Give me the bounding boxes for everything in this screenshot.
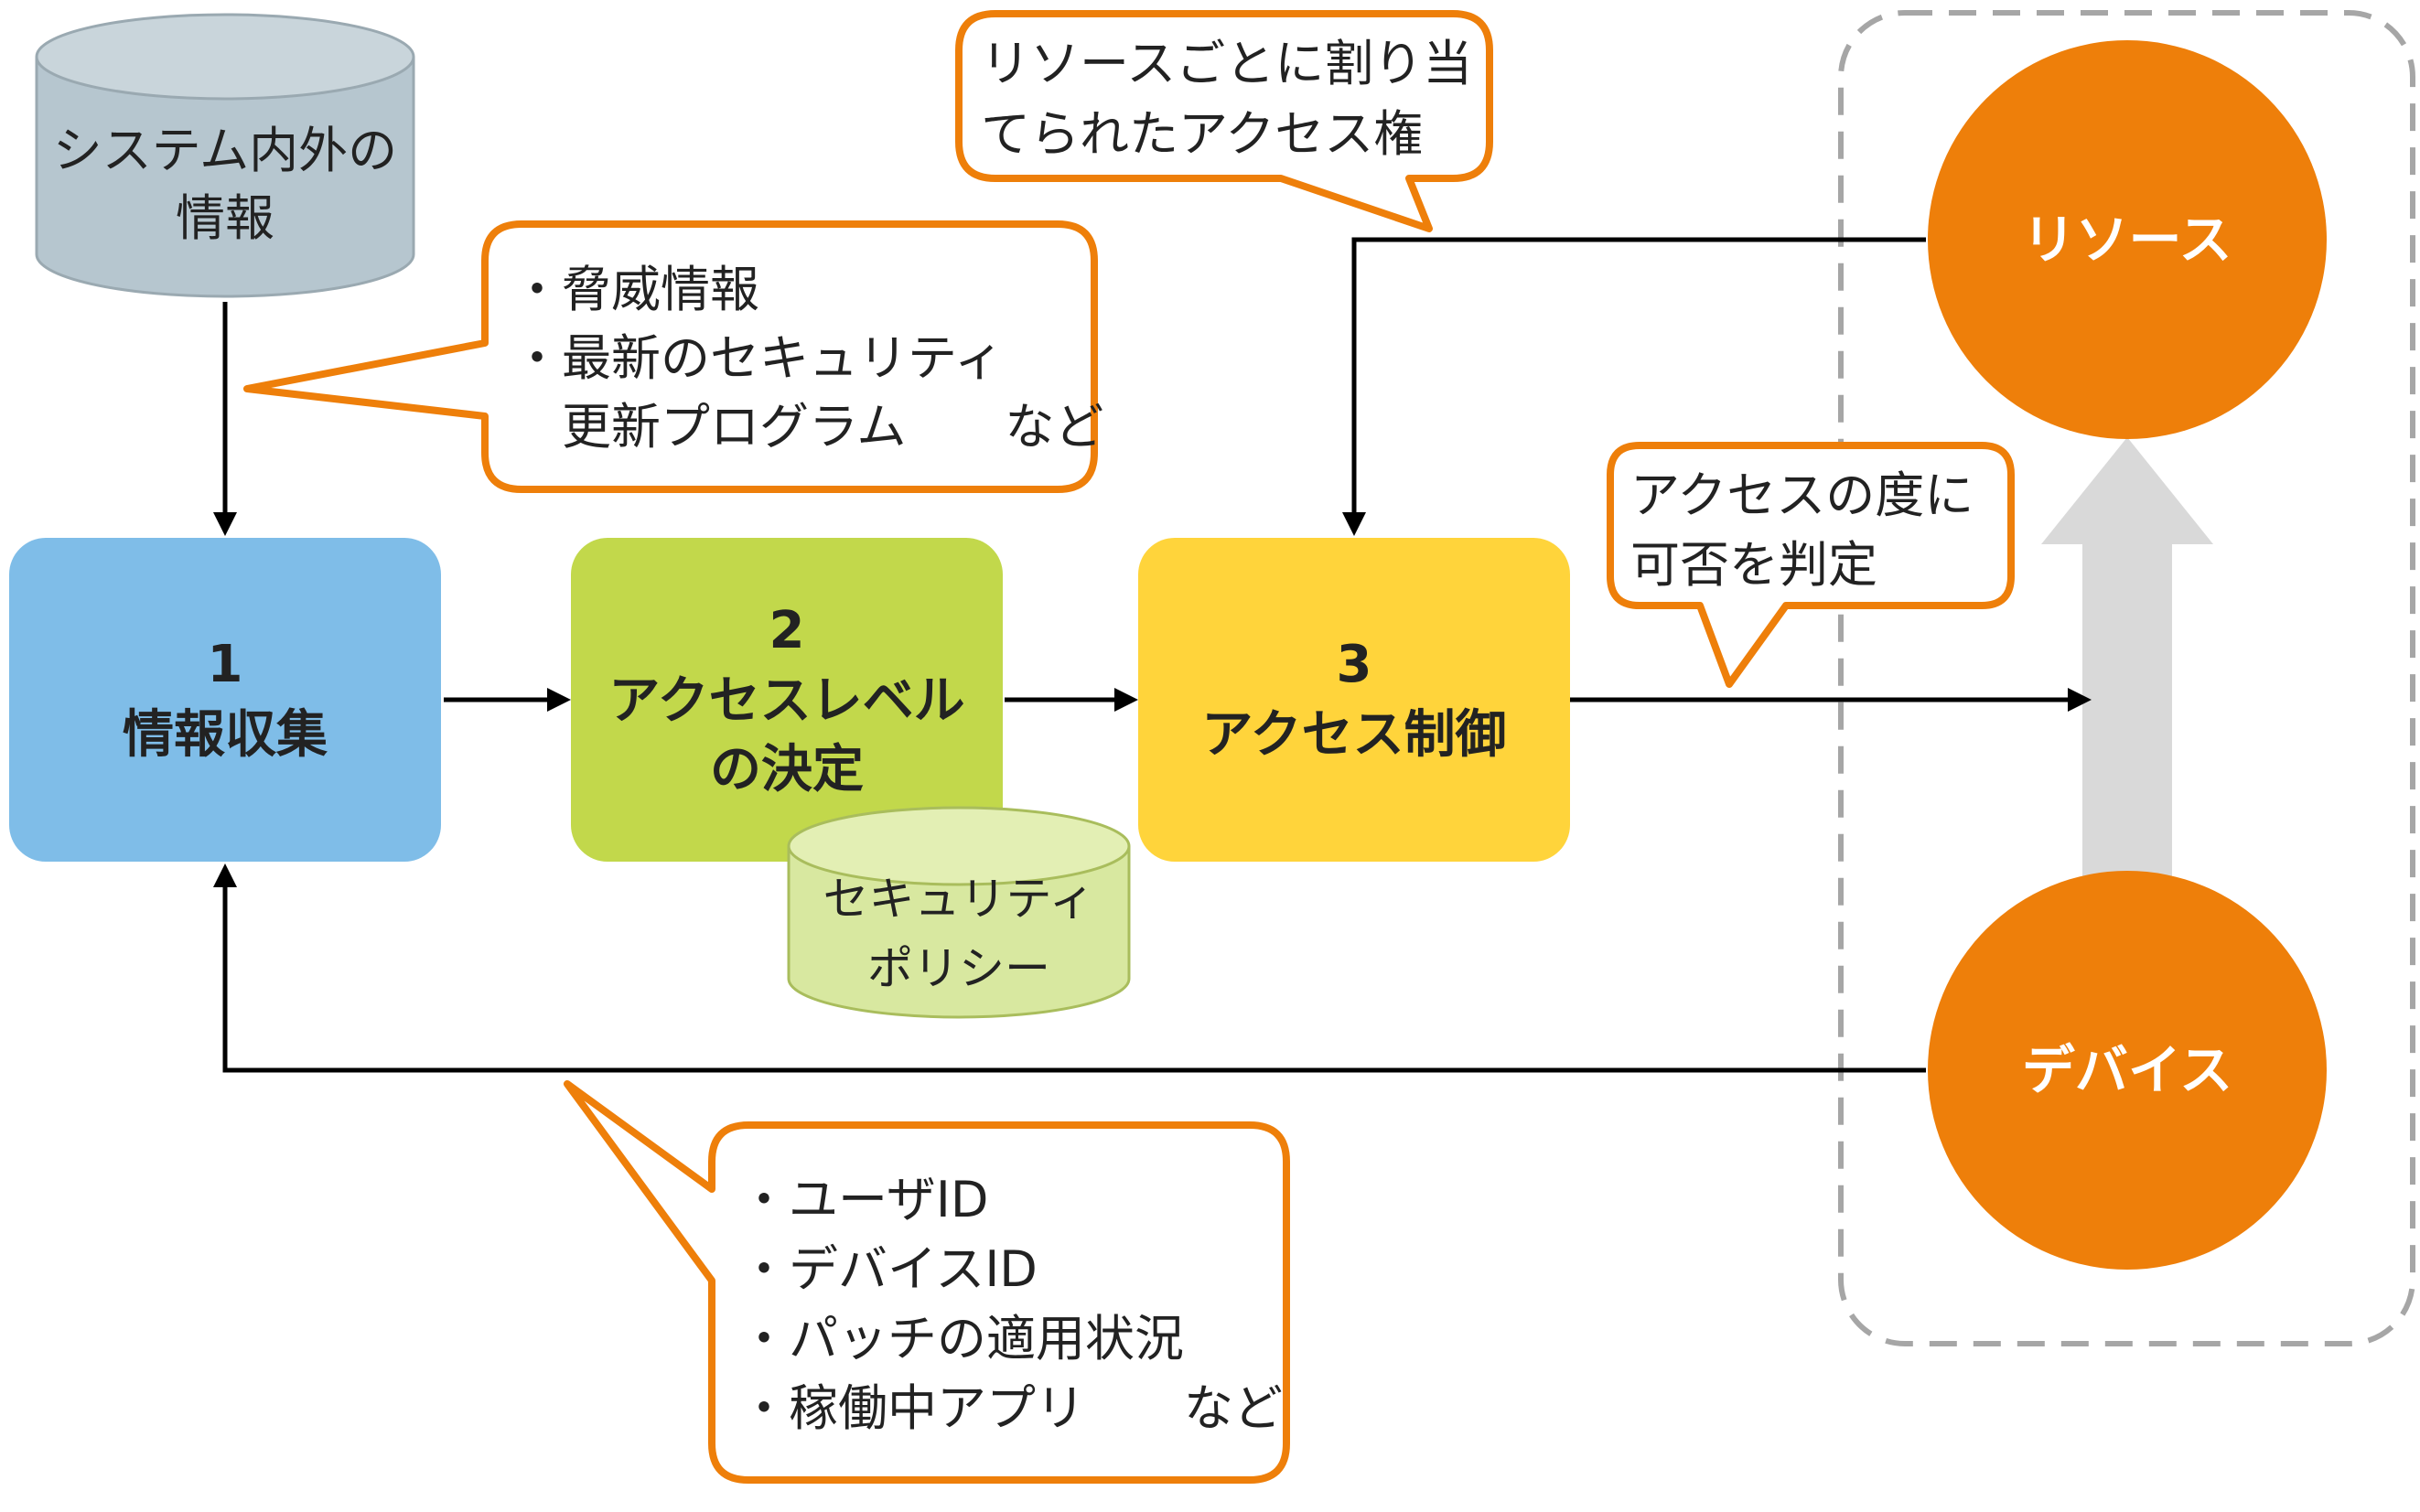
callout-threat-info: ・脅威情報 ・最新のセキュリティ 更新プログラム など bbox=[243, 220, 1103, 493]
stage-1-info-collection: 1 情報収集 bbox=[9, 538, 441, 862]
policy-label-line1: セキュリティ bbox=[823, 873, 1095, 926]
stage-1-title: 情報収集 bbox=[123, 705, 328, 765]
policy-label-line2: ポリシー bbox=[867, 942, 1050, 995]
control-to-access-arrowhead bbox=[2068, 688, 2092, 712]
device-resource-boundary bbox=[1838, 10, 2415, 1346]
callout-resource-rights: リソースごとに割り当 てられたアクセス権 bbox=[955, 10, 1493, 232]
threat-info-line1: ・脅威情報 bbox=[512, 261, 759, 318]
resource-to-control-arrow bbox=[1351, 237, 1926, 512]
stage-3-title: アクセス制御 bbox=[1201, 705, 1506, 765]
device-to-resource-arrow bbox=[2041, 437, 2213, 878]
resource-label: リソース bbox=[2022, 209, 2232, 271]
callout-device-info: ・ユーザID ・デバイスID ・パッチの適用状況 ・稼働中アプリ など bbox=[564, 1080, 1290, 1484]
level-to-control-arrowhead bbox=[1114, 688, 1138, 712]
device-info-line4: ・稼働中アプリ など bbox=[739, 1379, 1283, 1437]
stage-2-number: 2 bbox=[769, 601, 805, 660]
callout-per-access: アクセスの度に 可否を判定 bbox=[1607, 442, 2015, 688]
device-to-collect-arrowhead bbox=[213, 863, 237, 887]
collect-to-level-arrowhead bbox=[547, 688, 571, 712]
resource-node: リソース bbox=[1928, 40, 2327, 439]
threat-info-line3: 更新プログラム など bbox=[512, 398, 1103, 456]
stage-3-number: 3 bbox=[1337, 635, 1372, 694]
device-info-line1: ・ユーザID bbox=[739, 1171, 988, 1228]
info-source-label-line2: 情報 bbox=[176, 189, 274, 247]
per-access-line2: 可否を判定 bbox=[1630, 536, 1877, 594]
stage-2-title-line2: の決定 bbox=[710, 740, 864, 799]
info-source-database: システム内外の 情報 bbox=[35, 13, 415, 298]
stage-3-access-control: 3 アクセス制御 bbox=[1138, 538, 1570, 862]
stage-1-number: 1 bbox=[208, 635, 243, 694]
resource-rights-line1: リソースごとに割り当 bbox=[981, 35, 1472, 92]
device-to-collect-arrow bbox=[222, 887, 1926, 1073]
per-access-line1: アクセスの度に bbox=[1630, 466, 1974, 524]
device-label: デバイス bbox=[2022, 1039, 2232, 1101]
source-to-collect-arrowhead bbox=[213, 512, 237, 536]
security-policy-database: セキュリティ ポリシー bbox=[787, 806, 1131, 1019]
device-node: デバイス bbox=[1928, 871, 2327, 1270]
resource-to-control-arrowhead bbox=[1342, 512, 1366, 536]
stage-2-access-level: 2 アクセスレベル の決定 bbox=[571, 538, 1003, 862]
threat-info-line2: ・最新のセキュリティ bbox=[512, 329, 1004, 387]
device-info-line2: ・デバイスID bbox=[739, 1240, 1038, 1298]
stage-2-title-line1: アクセスレベル bbox=[608, 671, 964, 731]
info-source-label-line1: システム内外の bbox=[53, 122, 397, 179]
device-info-line3: ・パッチの適用状況 bbox=[739, 1310, 1184, 1367]
resource-rights-line2: てられたアクセス権 bbox=[981, 105, 1423, 163]
